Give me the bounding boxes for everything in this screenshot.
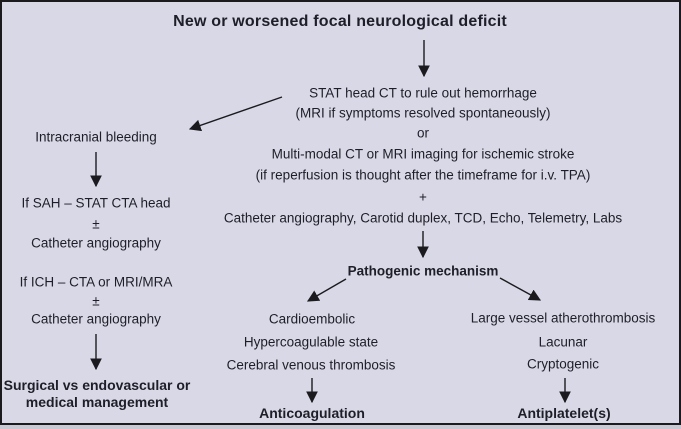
node-multimodal: Multi-modal CT or MRI imaging for ischem… [271, 146, 575, 162]
node-mri-note: (MRI if symptoms resolved spontaneously) [295, 105, 551, 121]
node-plusminus-sah: ± [92, 216, 100, 232]
node-antiplatelet: Antiplatelet(s) [517, 405, 611, 421]
node-cryptogenic: Cryptogenic [526, 356, 600, 372]
node-catheter-angio-sah: Catheter angiography [31, 235, 161, 251]
node-plusminus-ich: ± [92, 293, 100, 309]
node-catheter-angio-ich: Catheter angiography [31, 311, 161, 327]
node-workup-list: Catheter angiography, Carotid duplex, TC… [223, 210, 623, 226]
node-if-ich: If ICH – CTA or MRI/MRA [19, 274, 173, 290]
node-cardioembolic: Cardioembolic [268, 311, 356, 327]
node-surgical-line1: Surgical vs endovascular or [3, 377, 191, 393]
node-intracranial-bleeding: Intracranial bleeding [35, 129, 157, 145]
node-lacunar: Lacunar [538, 334, 588, 350]
page-title: New or worsened focal neurological defic… [173, 13, 507, 30]
node-hypercoagulable: Hypercoagulable state [243, 334, 379, 350]
node-reperfusion: (if reperfusion is thought after the tim… [255, 167, 591, 183]
node-stat-head-ct: STAT head CT to rule out hemorrhage [309, 85, 537, 101]
node-pathogenic-mechanism: Pathogenic mechanism [347, 263, 499, 279]
node-plus: + [419, 189, 427, 205]
node-surgical-line2: medical management [25, 394, 169, 410]
node-cerebral-venous: Cerebral venous thrombosis [226, 357, 396, 373]
node-or: or [416, 125, 430, 141]
node-if-sah: If SAH – STAT CTA head [21, 195, 171, 211]
node-anticoagulation: Anticoagulation [259, 405, 365, 421]
node-large-vessel: Large vessel atherothrombosis [470, 310, 656, 326]
